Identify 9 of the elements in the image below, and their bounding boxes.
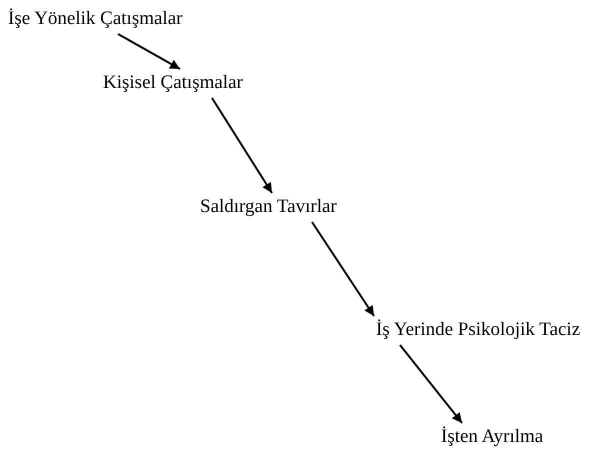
arrow <box>211 97 273 194</box>
arrow <box>311 221 375 317</box>
arrow <box>118 33 180 70</box>
node-label: İşten Ayrılma <box>441 424 544 450</box>
node-label: Saldırgan Tavırlar <box>200 194 337 220</box>
node-label: İşe Yönelik Çatışmalar <box>8 6 182 32</box>
arrow <box>399 344 463 424</box>
node-label: Kişisel Çatışmalar <box>103 70 243 96</box>
node-label: İş Yerinde Psikolojik Taciz <box>376 317 580 343</box>
